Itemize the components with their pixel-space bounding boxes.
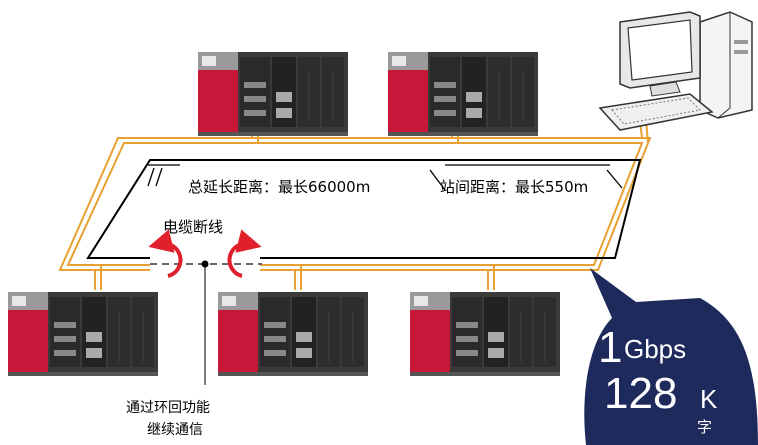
plc-top-right xyxy=(387,51,539,137)
loopback-arrow-right xyxy=(227,229,262,278)
plc-bottom-left xyxy=(7,291,159,377)
plc-bottom-middle xyxy=(217,291,369,377)
loopback-label-line1: 通过环回功能 xyxy=(126,400,210,416)
drop-lines-bottom xyxy=(94,265,495,290)
station-distance-label: 站间距离：最长550m xyxy=(440,178,588,196)
badge-speed-unit: Gbps xyxy=(624,334,686,364)
cable-break-label: 电缆断线 xyxy=(163,218,223,236)
badge-words-number: 128 xyxy=(604,369,677,418)
ring-cable xyxy=(58,137,652,271)
badge-speed-number: 1 xyxy=(598,323,622,372)
dimension-ticks xyxy=(147,164,623,191)
computer-icon xyxy=(598,11,753,131)
plc-bottom-right xyxy=(409,291,561,377)
loopback-label-line2: 继续通信 xyxy=(147,421,203,438)
plc-top-left xyxy=(197,51,349,137)
performance-badge: 1 Gbps 128 K 字 xyxy=(584,268,758,445)
total-distance-label: 总延长距离：最长66000m xyxy=(188,178,370,196)
badge-words-char: 字 xyxy=(697,419,712,436)
loopback-arrow-left xyxy=(148,229,183,278)
inner-ring-line xyxy=(86,159,642,259)
badge-words-k: K xyxy=(700,384,718,414)
